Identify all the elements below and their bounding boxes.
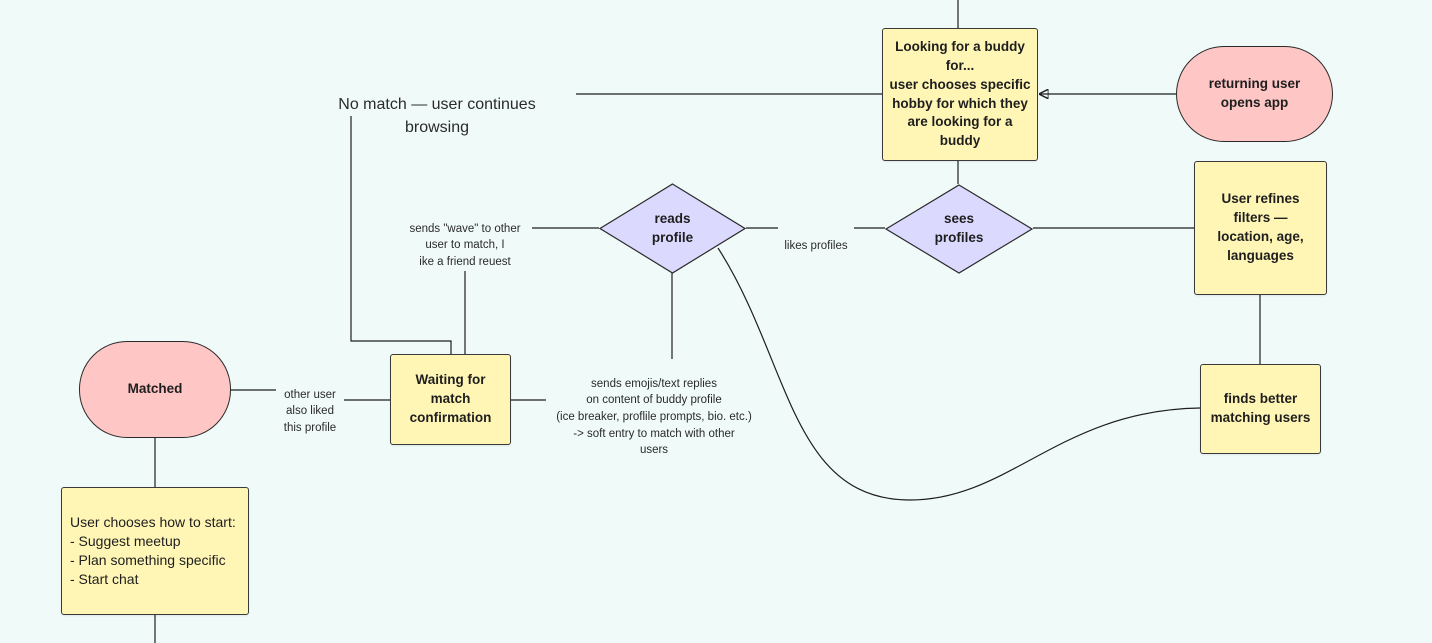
other-user-liked-label: other user also liked this profile — [276, 370, 344, 437]
refine-filters-note[interactable]: User refines filters — location, age, la… — [1194, 161, 1327, 295]
no-match-text: No match — user continues browsing — [338, 96, 536, 136]
waiting-confirmation-text: Waiting for match confirmation — [409, 372, 492, 425]
sends-emojis-label: sends emojis/text replies on content of … — [546, 359, 762, 460]
sees-profiles-text: sees profiles — [934, 211, 984, 245]
matched-terminal[interactable]: Matched — [79, 341, 231, 438]
reads-profile-text: reads profile — [651, 210, 694, 245]
likes-profiles-text: likes profiles — [784, 239, 848, 252]
sees-profiles-decision[interactable]: sees profiles — [885, 184, 1033, 274]
likes-profiles-label: likes profiles — [778, 221, 854, 255]
finds-better-text: finds better matching users — [1210, 391, 1311, 425]
returning-user-terminal[interactable]: returning user opens app — [1176, 46, 1333, 142]
matched-text: Matched — [127, 381, 183, 397]
looking-for-buddy-note[interactable]: Looking for a buddy for... user chooses … — [882, 28, 1038, 161]
waiting-confirmation-note[interactable]: Waiting for match confirmation — [390, 354, 511, 445]
reads-profile-shape — [599, 183, 746, 274]
sees-profiles-shape — [885, 184, 1033, 274]
no-match-note: No match — user continues browsing — [318, 72, 556, 139]
sends-wave-text: sends "wave" to other user to match, I i… — [409, 222, 521, 269]
other-user-liked-text: other user also liked this profile — [283, 388, 337, 435]
how-to-start-note[interactable]: User chooses how to start: - Suggest mee… — [61, 487, 249, 615]
how-to-start-text: User chooses how to start: - Suggest mee… — [70, 514, 236, 587]
returning-user-text: returning user opens app — [1208, 76, 1301, 110]
finds-better-note[interactable]: finds better matching users — [1200, 364, 1321, 454]
connector-reads-to-finds — [717, 247, 1201, 501]
sends-emojis-text: sends emojis/text replies on content of … — [556, 377, 752, 457]
reads-profile-decision[interactable]: reads profile — [599, 183, 746, 274]
refine-filters-text: User refines filters — location, age, la… — [1217, 191, 1304, 263]
connector-no-match-to-waiting — [350, 116, 452, 354]
looking-for-buddy-text: Looking for a buddy for... user chooses … — [889, 38, 1031, 149]
sends-wave-label: sends "wave" to other user to match, I i… — [398, 204, 532, 271]
